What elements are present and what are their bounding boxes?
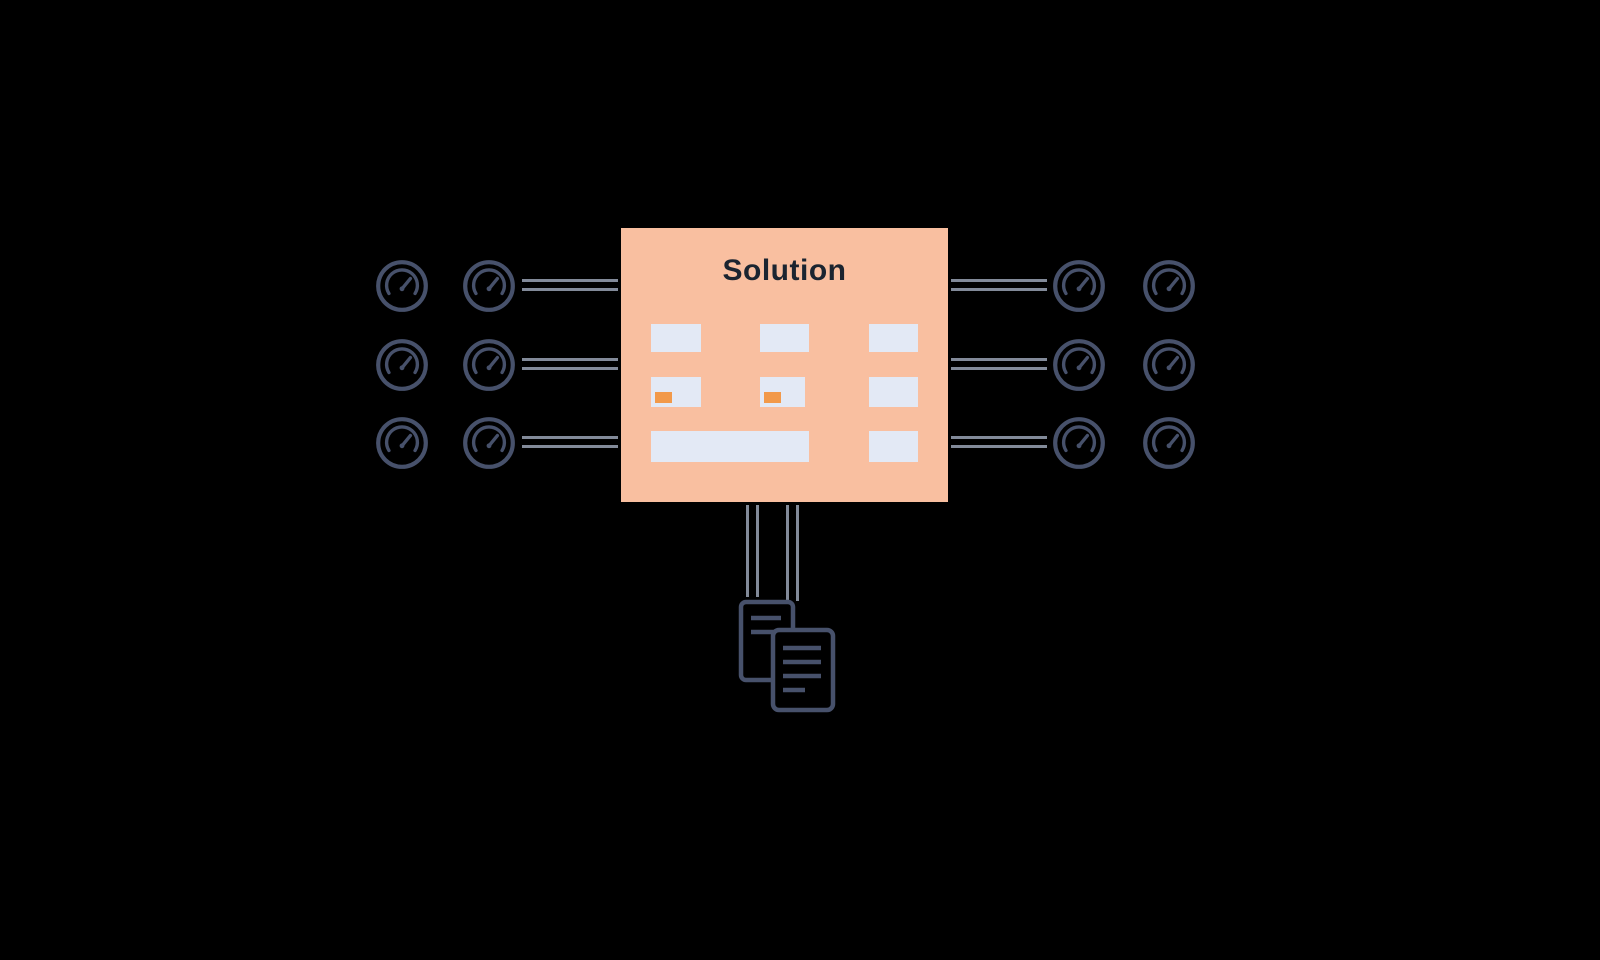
gauge-icon bbox=[1051, 415, 1107, 471]
connector-left-top bbox=[522, 279, 618, 291]
connector-bottom-right bbox=[786, 505, 799, 601]
connector-right-middle bbox=[951, 358, 1047, 370]
wireframe-block bbox=[869, 324, 918, 352]
gauge-icon bbox=[461, 337, 517, 393]
solution-box: Solution bbox=[621, 228, 948, 502]
connector-right-bottom bbox=[951, 436, 1047, 448]
gauge-icon bbox=[1051, 337, 1107, 393]
wireframe-block bbox=[651, 431, 809, 462]
accent-chip bbox=[655, 392, 672, 403]
gauge-icon bbox=[461, 415, 517, 471]
solution-title: Solution bbox=[722, 254, 847, 287]
wireframe-block bbox=[869, 431, 918, 462]
connector-left-middle bbox=[522, 358, 618, 370]
wireframe-block bbox=[760, 324, 809, 352]
connector-right-top bbox=[951, 279, 1047, 291]
accent-chip bbox=[764, 392, 781, 403]
wireframe-block bbox=[869, 377, 918, 407]
gauge-icon bbox=[1141, 337, 1197, 393]
connector-bottom-left bbox=[746, 505, 759, 597]
wireframe-block bbox=[651, 324, 701, 352]
wireframe-block bbox=[651, 377, 701, 407]
gauge-icon bbox=[1051, 258, 1107, 314]
gauge-icon bbox=[1141, 258, 1197, 314]
wireframe-block bbox=[760, 377, 805, 407]
gauge-icon bbox=[374, 415, 430, 471]
gauge-icon bbox=[374, 337, 430, 393]
connector-left-bottom bbox=[522, 436, 618, 448]
gauge-icon bbox=[461, 258, 517, 314]
documents-stack-icon bbox=[733, 596, 848, 721]
gauge-icon bbox=[1141, 415, 1197, 471]
gauge-icon bbox=[374, 258, 430, 314]
